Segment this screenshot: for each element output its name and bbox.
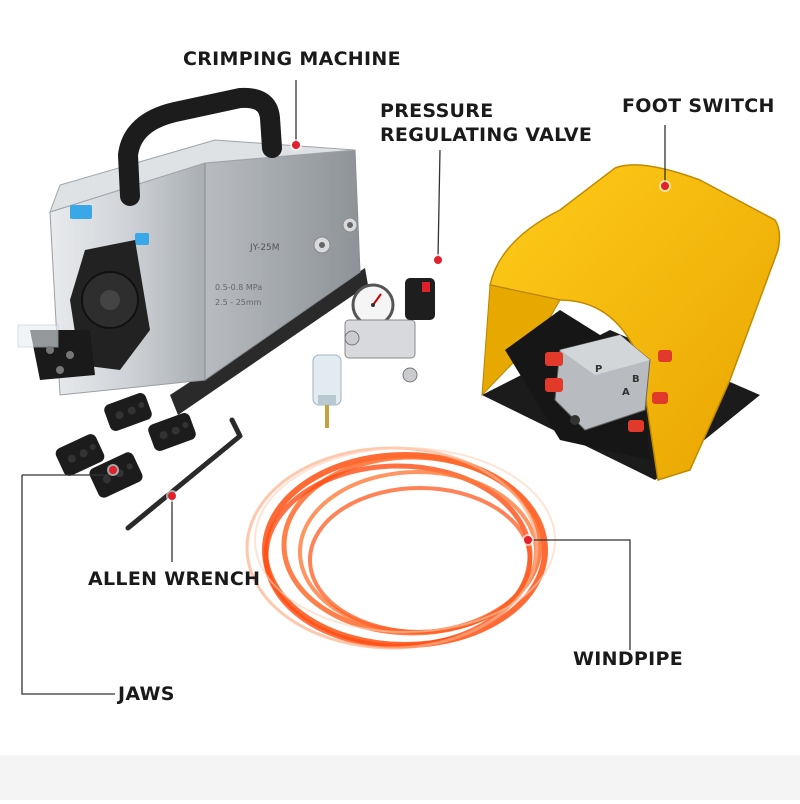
port-a-label: A [622,387,630,398]
machine-spec-1-text: 0.5-0.8 MPa [215,283,262,292]
marker-pressure-valve [434,256,442,264]
jaws [55,393,196,498]
leader-lines [21,80,666,695]
port-p-label: P [595,364,602,375]
label-windpipe: WINDPIPE [573,648,683,670]
marker-crimping-machine [292,141,300,149]
marker-foot-switch [661,182,669,190]
label-jaws: JAWS [118,683,175,705]
label-foot-switch: FOOT SWITCH [622,95,775,117]
label-allen-wrench: ALLEN WRENCH [88,568,261,590]
label-pressure-line1: PRESSURE [380,100,494,122]
marker-allen-wrench [168,492,176,500]
port-b-label: B [632,374,640,385]
machine-model-text: JY-25M [249,243,280,253]
machine-spec-2-text: 2.5 - 25mm [215,298,262,307]
foot-switch: P A B [481,164,781,481]
label-pressure-line2: REGULATING VALVE [380,124,593,146]
crimping-machine: JY-25M 0.5-0.8 MPa 2.5 - 25mm [17,87,368,415]
marker-windpipe [524,536,532,544]
floor [0,755,800,800]
label-crimping-machine: CRIMPING MACHINE [183,48,401,70]
marker-jaws [109,466,117,474]
marker-dots [107,139,671,546]
windpipe [245,446,556,650]
crimping-head [17,240,150,380]
allen-wrench [125,417,243,531]
pressure-regulating-valve [312,278,435,428]
foot-valve-block: P A B [545,334,672,432]
